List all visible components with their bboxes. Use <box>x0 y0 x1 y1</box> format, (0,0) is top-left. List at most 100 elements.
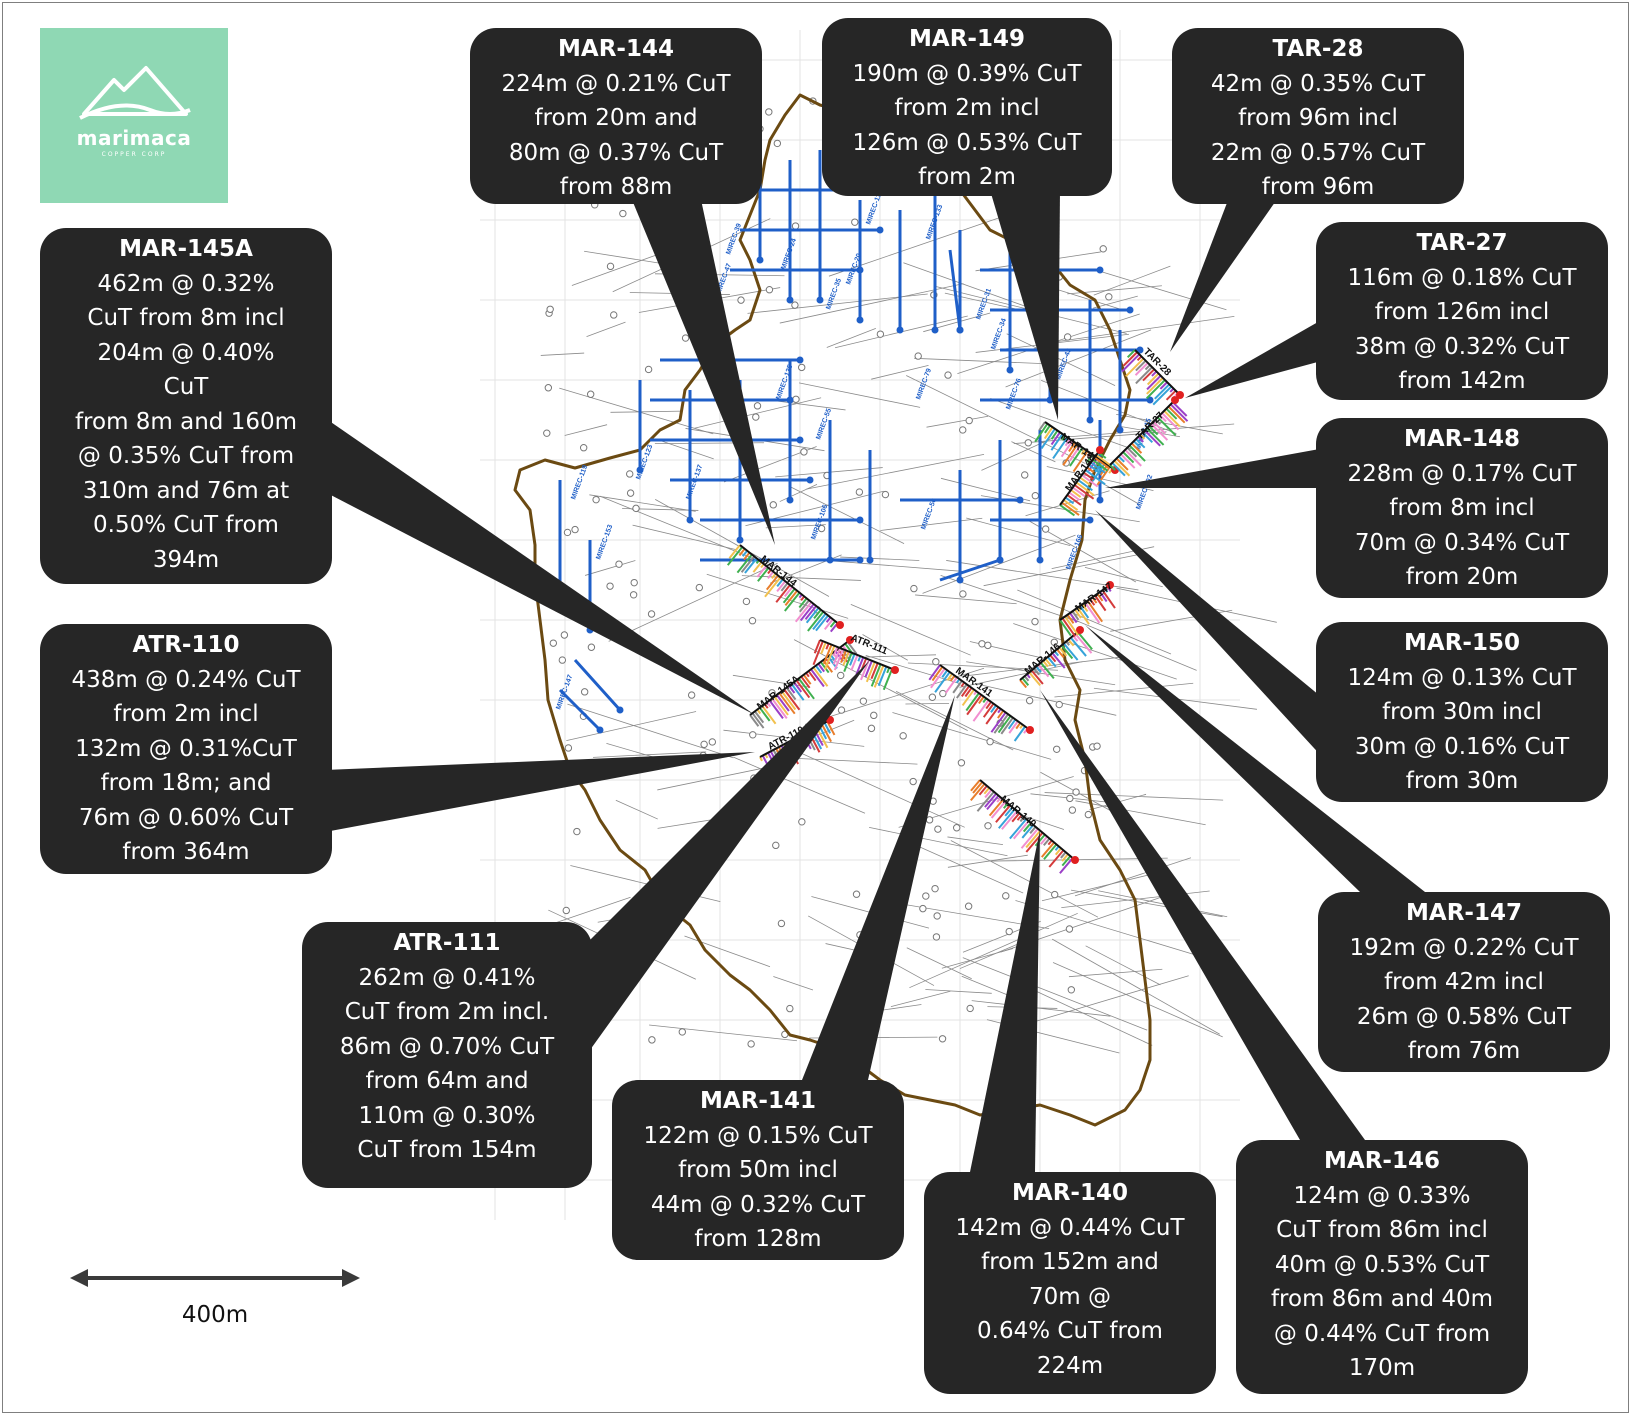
drill-collar <box>938 1035 947 1043</box>
assay-bar <box>1115 457 1129 471</box>
drill-trace <box>1096 269 1227 311</box>
assay-bar <box>1072 486 1086 498</box>
assay-bar <box>1135 360 1147 372</box>
drill-trace <box>790 757 918 765</box>
trench-end-marker <box>1116 426 1124 434</box>
assay-bar <box>1072 635 1079 642</box>
assay-bar <box>861 658 868 670</box>
assay-bar <box>773 696 789 716</box>
callout-line: 124m @ 0.13% CuT <box>1347 664 1577 691</box>
assay-bar <box>794 601 813 623</box>
assay-bar <box>1063 499 1079 511</box>
assay-bar <box>1013 725 1026 742</box>
assay-bar <box>840 650 847 664</box>
assay-bar <box>970 779 981 792</box>
assay-bar <box>825 643 830 650</box>
drill-collar <box>1021 471 1029 479</box>
callout-line: 44m @ 0.32% CuT <box>650 1191 866 1218</box>
assay-bar <box>870 663 882 687</box>
assay-bar <box>1120 453 1136 469</box>
drill-collar <box>952 824 961 832</box>
logo-wordmark: marimaca <box>76 126 192 150</box>
assay-bar <box>1016 814 1023 821</box>
assay-bar <box>832 646 839 657</box>
assay-bar <box>1068 491 1080 501</box>
trench-end-marker <box>756 256 764 264</box>
drill-collar <box>851 218 859 226</box>
callout-hole-id: MAR-140 <box>1012 1180 1128 1206</box>
drill-collar <box>1031 617 1039 626</box>
drill-collar <box>928 693 937 701</box>
drill-collar <box>934 825 942 833</box>
drill-trace <box>1068 968 1163 978</box>
callout-tar-28: TAR-28 42m @ 0.35% CuT from 96m incl 22m… <box>1172 28 1464 204</box>
callout-line: 462m @ 0.32% <box>97 270 275 297</box>
trench-end-marker <box>856 556 864 564</box>
assay-bar <box>1079 476 1091 486</box>
assay-bar <box>1070 489 1082 498</box>
assay-bar <box>1159 414 1167 423</box>
drill-collar <box>629 591 638 599</box>
assay-bar <box>1054 847 1062 856</box>
assay-bar <box>1086 454 1094 463</box>
callout-line: 76m @ 0.60% CuT <box>78 804 294 831</box>
assay-bar <box>1056 648 1065 659</box>
assay-bar <box>1092 459 1109 472</box>
drillhole-collar <box>891 666 899 674</box>
trench-end-marker <box>1016 496 1024 504</box>
trench-end-marker <box>931 326 939 334</box>
assay-bar <box>810 668 825 688</box>
assay-bar <box>982 703 995 718</box>
assay-bar <box>1071 610 1080 621</box>
callout-line: 38m @ 0.32% CuT <box>1354 333 1570 360</box>
drill-trace <box>608 562 778 642</box>
assay-bar <box>1145 379 1166 400</box>
trench-label: MIREC-102 <box>1135 474 1154 511</box>
trench-end-marker <box>1086 516 1094 524</box>
drill-collar <box>966 1004 974 1013</box>
assay-bar <box>798 597 808 609</box>
assay-bar <box>800 675 811 689</box>
assay-bar <box>984 789 993 799</box>
assay-bar <box>1146 372 1160 386</box>
assay-bar <box>807 611 825 632</box>
assay-bar <box>988 798 1004 817</box>
drill-collar <box>965 416 973 425</box>
assay-bar <box>1093 456 1110 469</box>
drill-trace <box>798 382 921 408</box>
assay-bar <box>1040 662 1055 680</box>
trench-label: MIREC-56 <box>920 497 938 530</box>
assay-bar <box>931 666 944 682</box>
assay-bar <box>1135 438 1146 449</box>
assay-bar <box>823 618 834 631</box>
drill-collar <box>647 610 656 618</box>
assay-bar <box>790 683 805 701</box>
callout-line: from 50m incl <box>678 1157 838 1183</box>
assay-bar <box>1044 658 1052 666</box>
assay-bar <box>1172 401 1188 417</box>
callout-line: 110m @ 0.30% <box>358 1102 536 1129</box>
scale-bar <box>70 1269 360 1287</box>
drill-trace <box>983 554 1138 587</box>
trench-label: MIREC-153 <box>595 524 614 561</box>
drill-trace <box>941 948 1014 969</box>
drill-collar <box>931 884 939 893</box>
trench-label: MIREC-35 <box>825 277 843 310</box>
drill-trace <box>959 944 1017 969</box>
assay-bar <box>778 692 796 715</box>
assay-bar <box>1068 445 1081 462</box>
drill-trace <box>566 711 697 742</box>
trench-end-marker <box>1096 496 1104 504</box>
callout-mar-140: MAR-140 142m @ 0.44% CuT from 152m and 7… <box>924 1172 1216 1394</box>
trench-end-marker <box>956 326 964 334</box>
callout-line: from 152m and <box>981 1249 1159 1275</box>
drill-collar <box>1072 788 1080 796</box>
callout-pointer <box>990 190 1060 420</box>
assay-bar <box>1000 717 1014 735</box>
assay-bar <box>1029 826 1037 834</box>
assay-bar <box>1159 381 1168 390</box>
assay-bar <box>1134 362 1149 376</box>
assay-bar <box>1059 619 1072 637</box>
drill-collar <box>1031 492 1040 500</box>
